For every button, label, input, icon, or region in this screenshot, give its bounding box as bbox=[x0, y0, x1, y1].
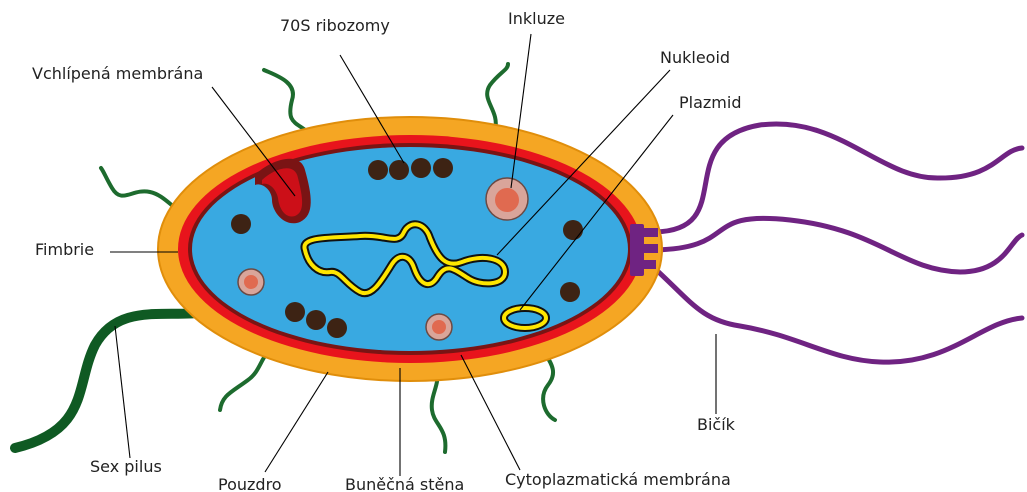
label-plasmid: Plazmid bbox=[679, 93, 741, 112]
ribosome bbox=[411, 158, 431, 178]
ribosome bbox=[433, 158, 453, 178]
fimbria-bottom-2 bbox=[432, 370, 446, 452]
ribosome bbox=[563, 220, 583, 240]
flagella-group bbox=[652, 124, 1022, 362]
ribosome bbox=[306, 310, 326, 330]
label-sex-pilus: Sex pilus bbox=[90, 457, 162, 476]
ribosome bbox=[231, 214, 251, 234]
flagellum-3 bbox=[652, 266, 1022, 362]
label-cytoplasmic-membrane: Cytoplazmatická membrána bbox=[505, 470, 731, 489]
flagellum-anchor bbox=[630, 224, 658, 276]
label-flagellum: Bičík bbox=[697, 415, 736, 434]
inclusion-left bbox=[238, 269, 264, 295]
label-invaginated-membrane: Vchlípená membrána bbox=[32, 64, 203, 83]
cell-body bbox=[158, 117, 662, 381]
inclusion-bottom bbox=[426, 314, 452, 340]
label-capsule: Pouzdro bbox=[218, 475, 282, 492]
ribosome bbox=[327, 318, 347, 338]
fimbria-top-right bbox=[487, 64, 508, 130]
label-ribosomes: 70S ribozomy bbox=[280, 16, 390, 35]
flagellum-1 bbox=[655, 124, 1022, 232]
flagellum-2 bbox=[655, 218, 1022, 272]
ribosome bbox=[368, 160, 388, 180]
sex-pilus bbox=[15, 311, 212, 448]
label-inclusion: Inkluze bbox=[508, 9, 565, 28]
label-fimbriae: Fimbrie bbox=[35, 240, 94, 259]
label-nucleoid: Nukleoid bbox=[660, 48, 730, 67]
inclusion-large bbox=[486, 178, 528, 220]
ribosome bbox=[285, 302, 305, 322]
label-cell-wall: Buněčná stěna bbox=[345, 475, 464, 492]
ribosome bbox=[560, 282, 580, 302]
ribosome bbox=[389, 160, 409, 180]
